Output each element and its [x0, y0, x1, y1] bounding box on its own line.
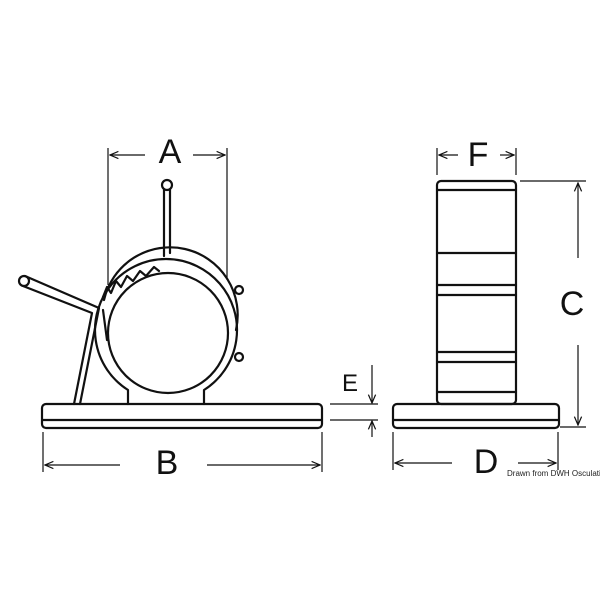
label-f: F	[468, 136, 489, 174]
dimension-a: A	[107, 133, 228, 285]
ratchet-teeth	[101, 265, 161, 299]
credit-text: Drawn from DWH Osculati Srl	[507, 469, 600, 478]
release-tab-knob	[160, 178, 174, 192]
clamp-ring-inner	[102, 246, 239, 332]
dimension-b: B	[42, 432, 323, 482]
dimension-e: E	[330, 365, 378, 437]
label-b: B	[156, 444, 179, 482]
ring-bump-upper	[233, 284, 245, 296]
clamp-ring-outer	[93, 258, 239, 406]
tube-circle	[106, 271, 230, 395]
dimension-d: D	[392, 432, 559, 481]
side-view	[391, 179, 561, 430]
lever-knob	[17, 274, 31, 288]
lever-hinge	[101, 308, 109, 342]
dimension-c: C	[520, 180, 586, 428]
side-base-plate	[391, 402, 561, 430]
label-c: C	[560, 285, 585, 323]
release-tab	[162, 188, 172, 258]
clamp-side-body	[435, 179, 518, 406]
base-plate	[40, 402, 324, 430]
label-d: D	[474, 443, 499, 481]
side-bands	[435, 188, 518, 394]
label-a: A	[159, 133, 182, 171]
ring-bump-lower	[233, 351, 245, 363]
locking-lever	[21, 274, 101, 406]
front-view	[17, 178, 324, 430]
dimension-f: F	[436, 136, 517, 175]
label-e: E	[342, 370, 358, 397]
